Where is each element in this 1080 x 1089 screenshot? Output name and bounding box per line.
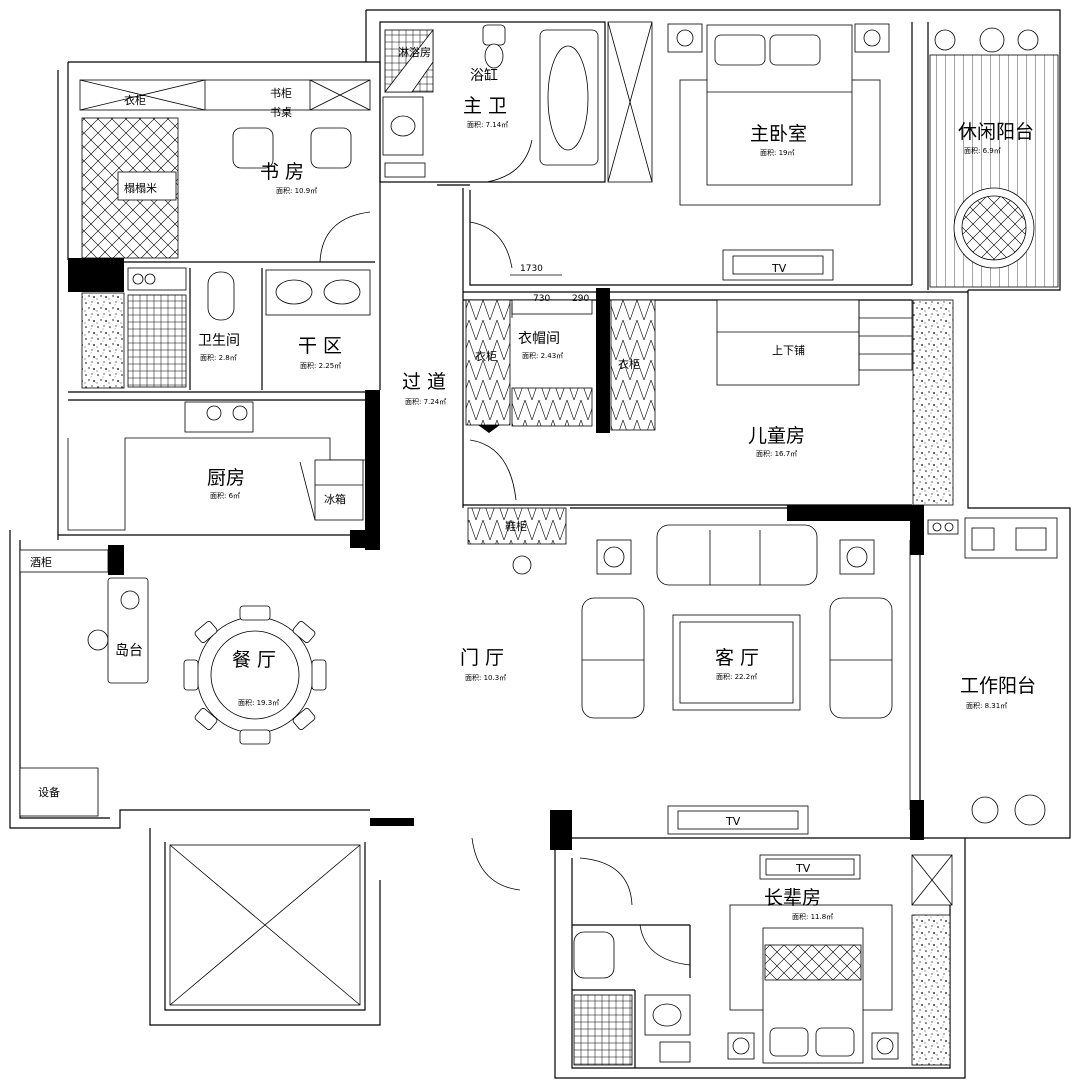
area-dry-zone: 面积: 2.25㎡ [300, 361, 341, 370]
area-master-bath: 面积: 7.14㎡ [467, 120, 508, 129]
master-bath [382, 21, 653, 183]
area-toilet: 面积: 2.8㎡ [200, 353, 237, 362]
elder-room [572, 854, 953, 1068]
label-wardrobe-right: 衣柜 [618, 357, 640, 371]
area-dining: 面积: 19.3㎡ [238, 698, 279, 707]
label-study-wardrobe: 衣柜 [124, 93, 146, 107]
kitchen [67, 401, 365, 531]
room-label-foyer: 门 厅 [460, 647, 504, 669]
label-equipment: 设备 [38, 785, 60, 799]
entry-door-swing [471, 837, 521, 891]
area-leisure-balcony: 面积: 6.9㎡ [964, 146, 1001, 155]
label-island: 岛台 [115, 643, 143, 659]
columns [68, 258, 924, 850]
leisure-balcony [929, 27, 1059, 288]
room-label-kids-room: 儿童房 [748, 425, 805, 447]
room-label-study: 书 房 [260, 161, 304, 183]
dim-730: 730 [533, 294, 550, 304]
room-label-bathtub: 浴缸 [470, 67, 498, 84]
shoe-cabinet [467, 507, 567, 575]
area-kids-room: 面积: 16.7㎡ [756, 449, 797, 458]
label-wardrobe-left: 衣柜 [475, 349, 497, 363]
area-living: 面积: 22.2㎡ [716, 672, 757, 681]
cloakroom [465, 221, 656, 501]
tv-living: TV [725, 815, 741, 828]
area-cloakroom: 面积: 2.43㎡ [522, 351, 563, 360]
area-foyer: 面积: 10.3㎡ [465, 673, 506, 682]
tv-elder: TV [795, 862, 811, 875]
room-label-dry-zone: 干 区 [298, 335, 342, 357]
label-bunk-bed: 上下铺 [772, 344, 805, 357]
dim-290: 290 [572, 294, 589, 304]
room-label-living: 客 厅 [715, 647, 759, 669]
label-desk: 书桌 [270, 106, 292, 119]
room-label-elder-room: 长辈房 [764, 887, 821, 909]
label-shoe-cabinet: 鞋柜 [505, 519, 527, 533]
master-bedroom [667, 23, 890, 281]
dim-1730: 1730 [520, 264, 543, 274]
tv-master: TV [771, 262, 787, 275]
area-study: 面积: 10.9㎡ [276, 186, 317, 195]
living-room [581, 524, 893, 835]
kids-room [716, 299, 954, 506]
area-work-balcony: 面积: 8.31㎡ [966, 701, 1007, 710]
label-fridge: 冰箱 [324, 492, 346, 506]
area-corridor: 面积: 7.24㎡ [405, 397, 446, 406]
dining [19, 549, 327, 817]
room-label-dining: 餐 厅 [232, 649, 276, 671]
room-label-master-bedroom: 主卧室 [750, 123, 807, 145]
room-label-master-bath: 主 卫 [463, 95, 507, 117]
toilet-and-dry-zone [81, 267, 371, 390]
area-master-bedroom: 面积: 19㎡ [760, 148, 795, 157]
room-label-toilet: 卫生间 [198, 333, 240, 349]
room-label-leisure-balcony: 休闲阳台 [958, 121, 1034, 143]
room-label-work-balcony: 工作阳台 [960, 675, 1036, 697]
label-bookcase: 书柜 [270, 87, 292, 100]
room-label-shower: 淋浴房 [398, 46, 431, 59]
area-kitchen: 面积: 6㎡ [210, 491, 240, 500]
room-label-cloakroom: 衣帽间 [518, 331, 560, 347]
room-label-kitchen: 厨房 [207, 467, 245, 489]
work-balcony [927, 517, 1058, 826]
study [79, 79, 371, 263]
room-label-corridor: 过 道 [402, 371, 446, 393]
area-elder-room: 面积: 11.8㎡ [792, 912, 833, 921]
label-wine-cabinet: 酒柜 [30, 556, 52, 569]
label-tatami: 榻榻米 [124, 181, 157, 195]
